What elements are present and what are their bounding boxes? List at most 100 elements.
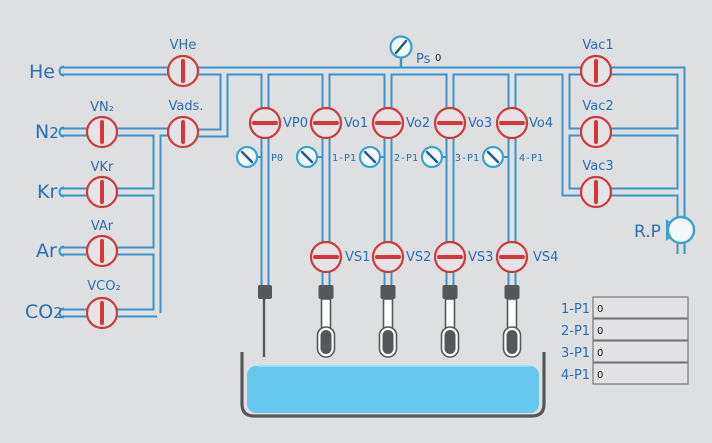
gas-label-he: He [29,61,55,83]
readout-label: 2-P1 [561,324,590,339]
branch-gauge [295,145,323,169]
gas-label-co2: CO2 [25,301,63,323]
readout-label: 1-P1 [561,302,590,317]
ps-label: Ps [416,52,431,67]
sample-tube[interactable] [316,285,336,358]
valve-var[interactable] [85,234,119,268]
bath-vessel [240,352,546,418]
readout-field[interactable] [592,362,689,385]
valve-label-vo4: Vo4 [529,116,553,131]
branch-gauge [358,145,385,169]
tube-sample [382,330,394,354]
pump-label: R.P [634,222,661,242]
tube-cap [380,285,396,299]
valves [85,54,613,330]
valve-vn2[interactable] [85,115,119,149]
rotary-pump[interactable]: R.P [634,215,696,245]
readout-row: 3-P1 0 [561,340,689,363]
branch-gauge-labels: P0 1-P1 2-P1 3-P1 4-P1 [271,153,543,164]
valve-label-var: VAr [91,219,114,234]
pipe-bore [563,71,681,195]
gauge-label-1p1: 1-P1 [332,153,356,164]
readout-field[interactable] [592,296,689,319]
valve-label-vac1: Vac1 [582,38,613,53]
valve-vo1[interactable] [309,106,343,140]
valve-vac2[interactable] [579,115,613,149]
readout-label: 4-P1 [561,368,590,383]
gauge-needle [486,150,500,164]
valve-label-vo1: Vo1 [344,116,368,131]
valve-vo4[interactable] [495,106,529,140]
liquid-bath [240,352,546,418]
valve-vs2[interactable] [371,240,405,274]
ps-gauge: Ps 0 [389,35,441,67]
readout-field[interactable] [592,318,689,341]
valve-label-vac2: Vac2 [582,99,613,114]
sample-tube[interactable] [440,285,460,358]
valve-label-vp0: VP0 [283,116,308,131]
valve-label-vo3: Vo3 [468,116,492,131]
gas-label-kr: Kr [37,181,57,203]
branch-gauge [235,145,262,169]
pipe-bore [60,68,227,136]
valve-vkr[interactable] [85,175,119,209]
valve-label-vco2: VCO₂ [87,279,120,294]
valve-vhe[interactable] [166,54,200,88]
branch-gauge [420,145,447,169]
gas-label-ar: Ar [36,240,57,262]
valve-vac3[interactable] [579,175,613,209]
tube-cap [504,285,520,299]
inlet-cap [58,245,65,257]
valve-vo3[interactable] [433,106,467,140]
valve-vco2[interactable] [85,296,119,330]
readout-row: 2-P1 0 [561,318,689,341]
gas-label-co2-text: CO [25,301,53,323]
inlet-cap [58,65,65,77]
valve-vo2[interactable] [371,106,405,140]
readout-value: 0 [597,348,603,359]
gauge-needle [425,150,439,164]
gauge-label-2p1: 2-P1 [394,153,418,164]
valve-label-vkr: VKr [91,160,114,175]
inlet-cap [58,126,65,138]
ps-value: 0 [435,53,441,64]
valve-vs4[interactable] [495,240,529,274]
tube-sample [444,330,456,354]
ps-gauge-needle [394,39,408,55]
gauge-needle [363,150,377,164]
readout-field[interactable] [592,340,689,363]
readout-value: 0 [597,370,603,381]
valve-vac1[interactable] [579,54,613,88]
readout-row: 4-P1 0 [561,362,689,385]
valve-vs3[interactable] [433,240,467,274]
valve-vs1[interactable] [309,240,343,274]
branch-gauge [481,145,509,169]
valve-label-vads: Vads. [168,99,203,114]
valve-vp0[interactable] [248,106,282,140]
sample-tube[interactable] [378,285,398,358]
valve-label-vo2: Vo2 [406,116,430,131]
gauge-label-4p1: 4-P1 [519,153,543,164]
gauge-needle [300,150,314,164]
readout-value: 0 [597,326,603,337]
tube-cap [442,285,458,299]
inlet-cap [58,307,65,319]
branch-gauges [235,145,509,169]
valve-label-vs3: VS3 [468,250,493,265]
valve-label-vac3: Vac3 [582,159,613,174]
valve-label-vs4: VS4 [533,250,558,265]
valve-label-vn2: VN₂ [90,100,114,115]
tube-sample [320,330,332,354]
gas-label-n2-text: N [35,121,49,143]
inlet-cap [58,186,65,198]
gas-label-n2: N2 [35,121,59,143]
gas-label-n2-sub: 2 [49,124,59,142]
valve-labels: VHe VN₂ Vads. VKr VAr VCO₂ VP0 Vo1 Vo2 V… [87,38,613,294]
valve-vads[interactable] [166,115,200,149]
pump-icon [666,215,696,245]
sample-tube[interactable] [502,285,522,358]
gas-inlets: He N2 Kr Ar CO2 [25,61,63,323]
valve-label-vhe: VHe [170,38,197,53]
bath-liquid [247,366,539,413]
